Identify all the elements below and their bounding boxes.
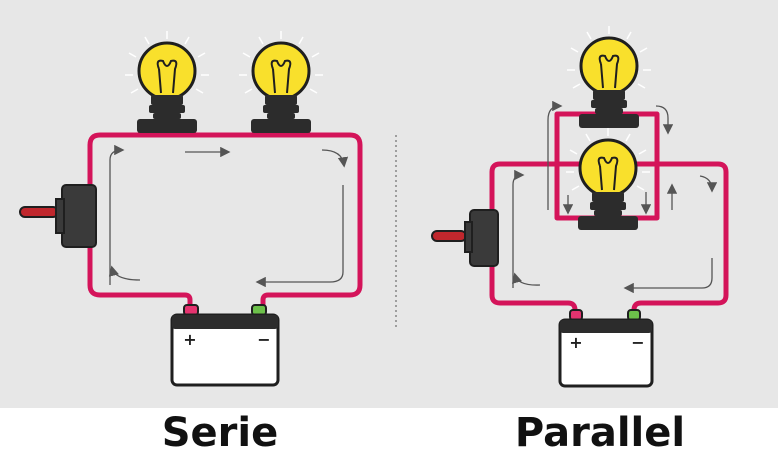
light-bulb-icon: [567, 26, 651, 128]
parallel-caption: Parallel: [514, 410, 686, 456]
current-arrow-icon: [623, 258, 713, 294]
current-arrow-icon: [699, 175, 718, 193]
series-circuit: + −: [19, 31, 363, 387]
battery-icon: + −: [558, 309, 654, 388]
current-arrow-icon: [512, 169, 525, 288]
current-arrow-icon: [109, 144, 125, 285]
current-arrow-icon: [655, 105, 674, 135]
battery-plus-label: +: [569, 333, 582, 352]
toggle-switch-icon: [19, 184, 97, 248]
current-arrow-icon: [547, 100, 563, 210]
current-arrow-icon: [108, 265, 141, 281]
battery-plus-label: +: [183, 330, 196, 349]
light-bulb-icon: [125, 31, 209, 133]
current-arrow-icon: [321, 149, 349, 168]
parallel-current-arrows: [512, 100, 718, 294]
parallel-circuit: + −: [431, 26, 729, 388]
battery-minus-label: −: [257, 330, 270, 349]
series-wire-loop: [87, 132, 363, 313]
battery-minus-label: −: [631, 333, 644, 352]
current-arrow-icon: [512, 272, 541, 286]
parallel-wire-inner: [554, 111, 660, 221]
toggle-switch-icon: [431, 209, 499, 267]
current-arrow-icon: [255, 185, 344, 288]
series-current-arrows: [108, 144, 349, 288]
battery-icon: + −: [170, 304, 280, 387]
diagram-background: [0, 0, 778, 408]
light-bulb-icon: [566, 128, 650, 230]
circuit-diagram: + −: [0, 0, 778, 408]
light-bulb-icon: [239, 31, 323, 133]
series-caption: Serie: [161, 410, 279, 456]
